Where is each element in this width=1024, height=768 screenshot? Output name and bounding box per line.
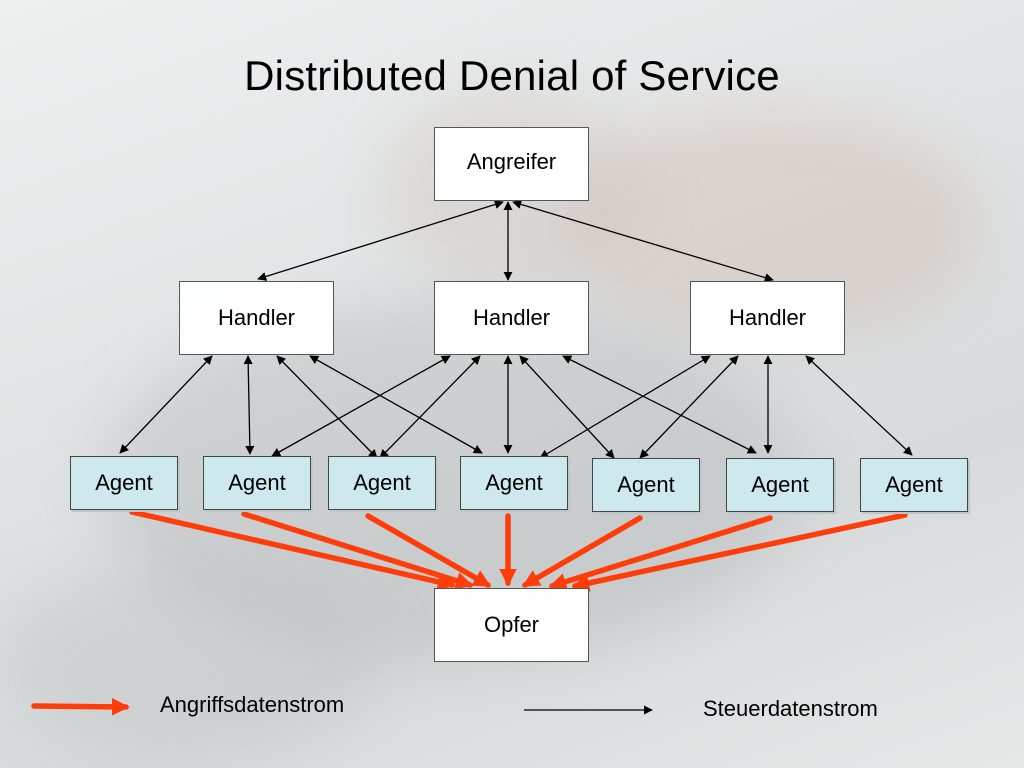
- agent-node: Agent: [592, 458, 700, 512]
- victim-label: Opfer: [483, 612, 540, 637]
- background-keyboard-shape: [0, 560, 380, 760]
- agent-label: Agent: [95, 470, 153, 495]
- agent-node: Agent: [726, 458, 834, 512]
- victim-node: Opfer: [434, 588, 589, 662]
- control-arrow: [639, 355, 739, 459]
- control-arrow: [519, 355, 615, 459]
- control-arrow: [805, 355, 913, 456]
- agent-label: Agent: [885, 472, 943, 497]
- attack-arrow: [129, 509, 456, 591]
- control-arrows: [119, 199, 913, 459]
- handler-label: Handler: [728, 305, 807, 330]
- control-arrow: [512, 199, 774, 283]
- legend-attack-arrow: [31, 698, 130, 716]
- control-arrow: [257, 200, 504, 281]
- slide-title: Distributed Denial of Service: [244, 52, 780, 99]
- agent-node: Agent: [860, 458, 968, 512]
- agent-label: Agent: [751, 472, 809, 497]
- handler-node: Handler: [179, 281, 334, 355]
- handler-label: Handler: [217, 305, 296, 330]
- control-arrow: [243, 355, 255, 455]
- attack-arrow: [521, 515, 643, 588]
- agent-node: Agent: [460, 456, 568, 510]
- agent-node: Agent: [70, 456, 178, 510]
- attack-arrow: [571, 512, 908, 592]
- control-arrow: [119, 355, 213, 454]
- control-arrow: [276, 355, 378, 459]
- agent-label: Agent: [353, 470, 411, 495]
- attacker-node: Angreifer: [434, 127, 589, 201]
- legend-control-label: Steuerdatenstrom: [703, 696, 878, 721]
- agent-label: Agent: [485, 470, 543, 495]
- control-arrow: [309, 355, 483, 454]
- attacker-label: Angreifer: [466, 149, 557, 174]
- attack-arrow: [365, 513, 492, 588]
- control-arrow: [379, 355, 481, 459]
- agent-label: Agent: [617, 472, 675, 497]
- control-arrow: [539, 355, 711, 459]
- handler-node: Handler: [690, 281, 845, 355]
- legend-attack-label: Angriffsdatenstrom: [160, 692, 345, 717]
- attack-arrow: [241, 511, 474, 590]
- agent-label: Agent: [228, 470, 286, 495]
- attack-arrows: [129, 509, 908, 592]
- handler-node: Handler: [434, 281, 589, 355]
- handler-label: Handler: [472, 305, 551, 330]
- agent-node: Agent: [328, 456, 436, 510]
- agent-node: Agent: [203, 456, 311, 510]
